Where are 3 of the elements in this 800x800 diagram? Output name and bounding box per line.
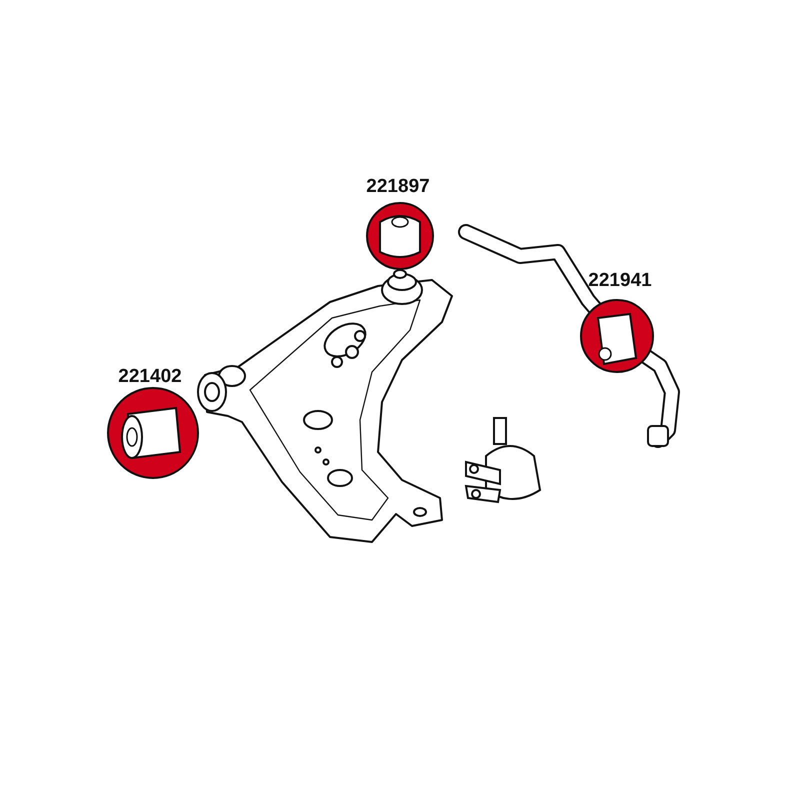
part-number: 221402 [118, 366, 182, 388]
part-number: 221941 [588, 270, 652, 292]
part-number: 221897 [366, 176, 430, 198]
